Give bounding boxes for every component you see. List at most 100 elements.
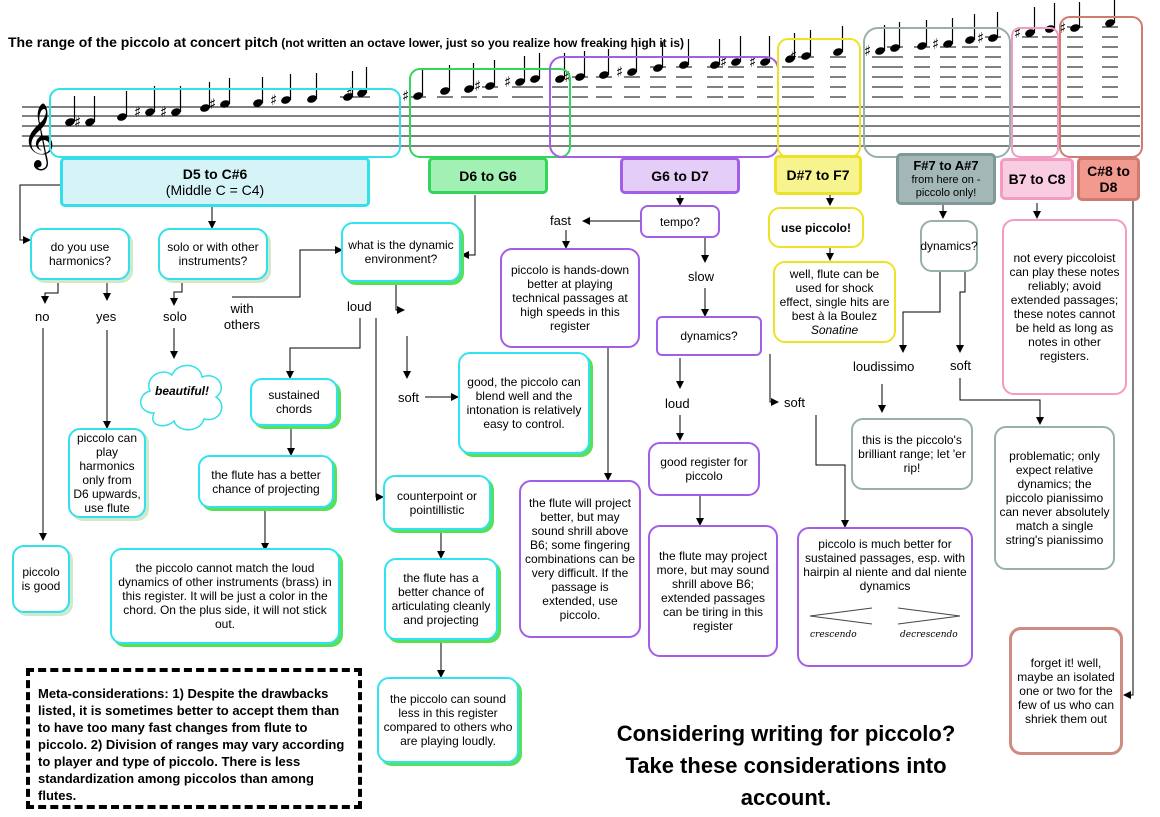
note-head (530, 75, 540, 83)
sharp-icon: ♯ (270, 91, 277, 109)
hairpin-icons (809, 607, 961, 625)
music-staff: 𝄞 ♯♯♯♯♯♯♯♯♯♯♯♯♯♯♯♯♯♯♯ (22, 0, 1143, 170)
note-head (1070, 24, 1080, 32)
note-head (731, 58, 741, 66)
tempo-question: tempo? (640, 205, 720, 238)
cta-line-1: Considering writing for piccolo? (616, 721, 956, 746)
note-head (875, 47, 885, 55)
note-head (965, 36, 975, 44)
answer-with-others: with others (223, 301, 261, 332)
cloud-shape (140, 364, 223, 431)
sharp-icon: ♯ (864, 42, 871, 60)
note-head (515, 78, 525, 86)
note-head (85, 118, 95, 126)
range-header-r1: D5 to C#6 (Middle C = C4) (60, 157, 370, 207)
decrescendo-label: decrescendo (900, 630, 958, 640)
shock-effect-text: well, flute can be used for shock effect… (779, 267, 890, 323)
blend-well-box: good, the piccolo can blend well and the… (458, 352, 590, 454)
note-head (917, 42, 927, 50)
range-label: D#7 to F7 (786, 167, 850, 183)
note-head (1025, 29, 1035, 37)
note-head (801, 52, 811, 60)
range-label: B7 to C8 (1008, 171, 1066, 187)
range-header-r5: F#7 to A#7 from here on - piccolo only! (896, 153, 996, 205)
range-outline-r2 (409, 68, 571, 158)
sharp-icon: ♯ (749, 53, 756, 71)
answer-yes: yes (96, 309, 117, 324)
range-label: C#8 to D8 (1087, 163, 1130, 195)
range-header-r2: D6 to G6 (428, 157, 548, 194)
notes-group: ♯♯♯♯♯♯♯♯♯♯♯♯♯♯♯♯♯♯♯ (65, 0, 1118, 131)
decrescendo-hairpin-icon (897, 607, 961, 625)
range-label: D6 to G6 (459, 167, 517, 184)
not-every-box: not every piccoloist can play these note… (1002, 219, 1127, 395)
harmonics-answer-box: piccolo can play harmonics only from D6 … (68, 428, 146, 518)
cta-line-3: account. (740, 785, 832, 810)
solo-question: solo or with other instruments? (158, 228, 268, 280)
answer-solo: solo (163, 309, 187, 324)
forget-it-box: forget it! well, maybe an isolated one o… (1009, 627, 1123, 755)
note-head (220, 100, 230, 108)
range-label: F#7 to A#7 (913, 158, 979, 173)
cta-line-2: Take these considerations into (625, 753, 947, 778)
sharp-icon: ♯ (504, 73, 511, 91)
sharp-icon: ♯ (209, 95, 216, 113)
range-sublabel: from here on - piccolo only! (911, 174, 981, 199)
answer-no: no (35, 309, 50, 324)
harmonics-question: do you use harmonics? (30, 228, 130, 280)
dynamics-question: dynamics? (656, 316, 762, 356)
sharp-icon: ♯ (346, 84, 353, 102)
note-head (943, 40, 953, 48)
title-subtitle: (not written an octave lower, just so yo… (277, 36, 685, 50)
range-header-r3: G6 to D7 (620, 157, 740, 194)
piccolo-good-box: piccolo is good (12, 545, 70, 613)
note-head (307, 95, 317, 103)
flute-articulating-box: the flute has a better chance of articul… (384, 558, 498, 640)
note-head (833, 48, 843, 56)
answer-slow: slow (688, 269, 715, 284)
sharp-icon: ♯ (160, 103, 167, 121)
note-head (464, 85, 474, 93)
range-header-r6: B7 to C8 (1000, 158, 1074, 200)
note-head (653, 64, 663, 72)
good-register-box: good register for piccolo (648, 442, 760, 496)
flute-shrill-box: the flute will project better, but may s… (519, 480, 641, 638)
note-head (281, 96, 291, 104)
sharp-icon: ♯ (1014, 24, 1021, 42)
counterpoint-box: counterpoint or pointillistic (383, 475, 491, 530)
sharp-icon: ♯ (790, 47, 797, 65)
range-header-r4: D#7 to F7 (774, 155, 862, 195)
flute-projecting-box: the flute has a better chance of project… (198, 455, 334, 508)
range-outline-r6 (1011, 27, 1059, 158)
range-header-r7: C#8 to D8 (1077, 157, 1140, 201)
note-head (1105, 19, 1115, 27)
meta-considerations: Meta-considerations: 1) Despite the draw… (26, 668, 362, 809)
sharp-icon: ♯ (932, 35, 939, 53)
sustained-chords-box: sustained chords (250, 378, 338, 426)
note-head (145, 108, 155, 116)
shock-effect-box: well, flute can be used for shock effect… (773, 261, 896, 343)
brilliant-range-box: this is the piccolo's brilliant range; l… (851, 418, 973, 490)
note-head (760, 58, 770, 66)
problematic-box: problematic; only expect relative dynami… (994, 426, 1115, 570)
call-to-action: Considering writing for piccolo? Take th… (580, 718, 992, 814)
sustained-better-text: piccolo is much better for sustained pas… (803, 537, 967, 593)
crescendo-label: crescendo (810, 630, 857, 640)
sharp-icon: ♯ (134, 103, 141, 121)
range-sublabel: (Middle C = C4) (165, 182, 265, 198)
answer-loud: loud (347, 299, 372, 314)
chart-title: The range of the piccolo at concert pitc… (8, 34, 684, 50)
note-head (357, 89, 367, 97)
answer-soft-2: soft (784, 395, 805, 410)
dynamic-environment-question: what is the dynamic environment? (341, 222, 461, 282)
note-head (890, 44, 900, 52)
note-head (65, 118, 75, 126)
note-head (440, 87, 450, 95)
note-head (485, 82, 495, 90)
answer-loudissimo: loudissimo (853, 359, 915, 374)
note-head (171, 108, 181, 116)
answer-loud-2: loud (665, 396, 690, 411)
sharp-icon: ♯ (74, 113, 81, 131)
